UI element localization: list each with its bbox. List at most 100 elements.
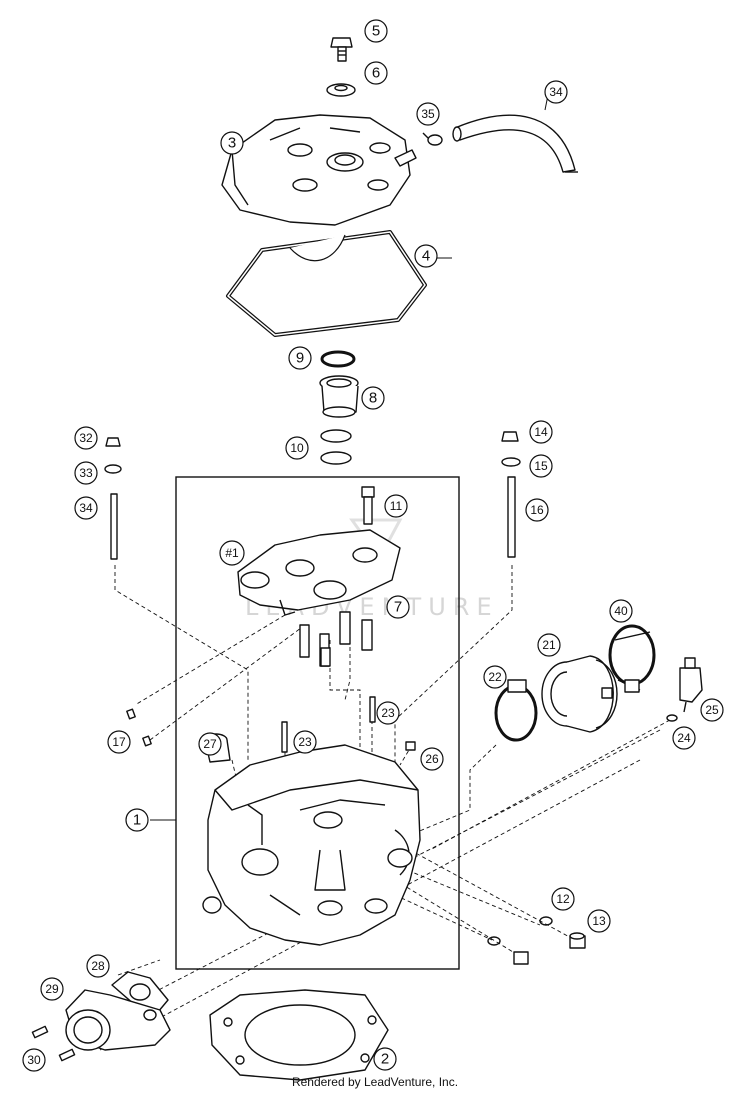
callout-12[interactable] — [551, 887, 575, 911]
callout-label: 29 — [45, 982, 59, 996]
part-24-seal — [666, 714, 678, 722]
part-drain-plug — [513, 951, 529, 965]
callout-23a[interactable] — [376, 701, 400, 725]
callout-label: 6 — [372, 65, 380, 82]
callout-24[interactable] — [672, 726, 696, 750]
callout-label: 22 — [488, 670, 502, 684]
assembly-frame — [175, 476, 460, 970]
callout-23b[interactable] — [293, 730, 317, 754]
part-3-valve-cover — [221, 114, 417, 226]
callout-label: 4 — [422, 248, 430, 265]
part-23-pins — [281, 696, 376, 753]
callout-label: 33 — [79, 466, 93, 480]
callout-7[interactable] — [386, 595, 410, 619]
callout-40[interactable] — [609, 599, 633, 623]
callout-label: 21 — [542, 638, 556, 652]
callout-label: 32 — [79, 431, 93, 445]
part-13-plug — [569, 932, 586, 949]
part-25-sensor — [679, 657, 703, 713]
callout-label: 5 — [372, 23, 380, 40]
callout-31[interactable] — [74, 426, 98, 450]
part-1-cylinder-head — [202, 744, 421, 946]
callout-label: 2 — [381, 1051, 389, 1068]
footer-credit: Rendered by LeadVenture, Inc. — [292, 1075, 458, 1089]
callout-10[interactable] — [285, 436, 309, 460]
part-10-o-rings — [320, 429, 352, 465]
part-11-bolt — [361, 486, 375, 525]
part-22-hose-clamp — [494, 679, 538, 742]
part-31-nut — [105, 437, 121, 447]
part-9-ring — [320, 350, 356, 368]
callouts — [22, 19, 724, 1072]
part-12-ring — [539, 916, 553, 926]
callout-label: 34 — [79, 501, 93, 515]
part-8-tube — [319, 375, 359, 418]
callout-label: 25 — [705, 703, 719, 717]
callout-27[interactable] — [198, 732, 222, 756]
callout-17[interactable] — [107, 730, 131, 754]
callout-3[interactable] — [220, 131, 244, 155]
callout-5[interactable] — [364, 19, 388, 43]
callout-label: 40 — [614, 604, 628, 618]
part-7-valve-guides — [299, 611, 373, 667]
part-29-intake-flange — [65, 989, 171, 1051]
callout-label: 26 — [425, 752, 439, 766]
part-17-screws — [126, 708, 152, 747]
callout-label: 1 — [133, 812, 141, 829]
callout-21[interactable] — [537, 633, 561, 657]
callout-22[interactable] — [483, 665, 507, 689]
callout-2[interactable] — [373, 1047, 397, 1071]
part-33-stud — [110, 493, 118, 560]
callout-6[interactable] — [364, 61, 388, 85]
part-6-washer — [326, 83, 356, 97]
callout-35[interactable] — [416, 102, 440, 126]
callout-14[interactable] — [529, 420, 553, 444]
callout-25[interactable] — [700, 698, 724, 722]
callout-label: 30 — [27, 1053, 41, 1067]
callout-32[interactable] — [74, 461, 98, 485]
callout-group-1[interactable] — [219, 540, 245, 566]
callout-label: 17 — [112, 735, 126, 749]
part-35-clamp — [422, 132, 443, 146]
callout-1[interactable] — [125, 808, 149, 832]
callout-label: 10 — [290, 441, 304, 455]
callout-label: 13 — [592, 914, 606, 928]
callout-30[interactable] — [22, 1048, 46, 1072]
callout-label: 35 — [421, 107, 435, 121]
callout-label: 7 — [394, 599, 402, 616]
callout-label: 3 — [228, 135, 236, 152]
callout-16[interactable] — [525, 498, 549, 522]
callout-label: 9 — [296, 350, 304, 367]
callout-29[interactable] — [40, 977, 64, 1001]
callout-label: #1 — [225, 546, 239, 560]
part-5-bolt — [330, 37, 353, 62]
callout-4[interactable] — [414, 244, 438, 268]
part-group-1-cam-carrier — [237, 529, 401, 616]
callout-13[interactable] — [587, 909, 611, 933]
callout-label: 11 — [390, 499, 403, 513]
callout-28[interactable] — [86, 954, 110, 978]
callout-label: 34 — [549, 85, 563, 99]
callout-15[interactable] — [529, 454, 553, 478]
callout-label: 27 — [203, 737, 217, 751]
part-40-clamp — [608, 624, 656, 693]
callout-label: 8 — [369, 390, 377, 407]
part-26-plug — [405, 741, 416, 751]
part-34-hose — [452, 114, 578, 173]
callout-label: 28 — [91, 959, 105, 973]
callout-11[interactable] — [384, 494, 408, 518]
part-2-head-gasket — [209, 989, 389, 1081]
callout-label: 23 — [381, 706, 395, 720]
callout-33[interactable] — [74, 496, 98, 520]
part-30-bolts — [31, 1025, 76, 1062]
callout-9[interactable] — [288, 346, 312, 370]
callout-34[interactable] — [544, 80, 568, 104]
part-16-stud — [507, 476, 516, 558]
part-4-gasket — [226, 230, 427, 337]
callout-label: 24 — [677, 731, 691, 745]
part-drain-washer — [487, 936, 501, 946]
callout-label: 12 — [556, 892, 570, 906]
callout-8[interactable] — [361, 386, 385, 410]
callout-26[interactable] — [420, 747, 444, 771]
